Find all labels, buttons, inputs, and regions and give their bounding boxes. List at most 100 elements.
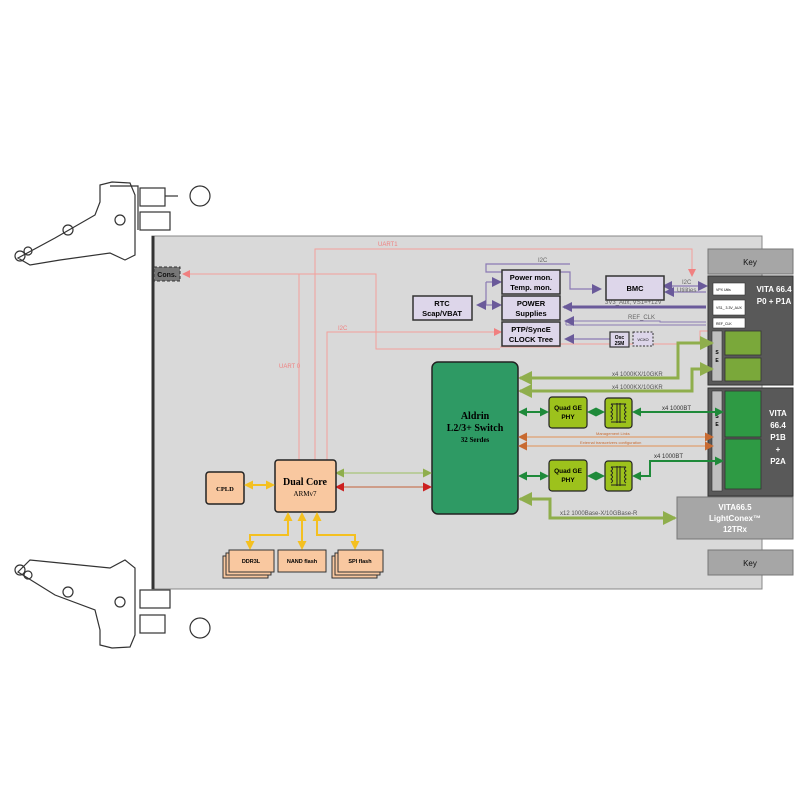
ptp-clock-block[interactable]: PTP/SyncE CLOCK Tree [501,321,561,347]
p0-title-2: P0 + P1A [757,297,792,306]
connector-p0-p1a[interactable]: VITA 66.4 P0 + P1A VPX Utils VS1_ 3.3V_A… [707,275,794,386]
vcxo-block[interactable]: VCXO [632,331,654,347]
phy-bottom[interactable]: Quad GE PHY [548,459,588,492]
p1b-lane-block-1 [724,390,762,438]
ref-clk-line [564,316,706,326]
bmc-label: BMC [626,284,644,293]
ptp-line2: CLOCK Tree [509,335,553,344]
p1b-lane-block-2 [724,438,762,490]
p1b-title-5: P2A [770,457,786,466]
cpu-line1: Dual Core [283,477,328,488]
i2c-pink-label: I2C [338,326,348,332]
i2c-power-label: I2C [538,258,548,264]
power-supplies-block[interactable]: POWER Supplies [501,295,561,321]
nand-label: NAND flash [287,559,318,565]
pin-vs1-aux-label: VS1_ 3.3V_AUX [716,306,743,310]
kx1-label: x4 1000KX/10GKR [612,372,663,378]
bmc-block[interactable]: BMC [605,275,665,301]
ref-clk-label: REF_CLK [628,315,655,321]
p1b-title-4: + [776,445,781,454]
console-label: Cons. [157,272,177,279]
bmc-i2c-label: I2C [682,280,692,286]
phy-bottom-line2: PHY [561,477,575,484]
optical-link [518,492,677,525]
bt2-label: x4 1000BT [654,454,683,460]
p1b-se-label-2: E [715,422,719,428]
pin-ref-clk-label: REF_CLK [716,322,732,326]
key-bottom[interactable]: Key [707,549,794,576]
ddr-block[interactable]: DDR3L [222,549,275,579]
switch-line2: L2/3+ Switch [447,423,504,434]
lightconex-line2: LightConex™ [709,514,761,523]
rtc-line2: Scap/VBAT [422,309,462,318]
key-top-label: Key [743,258,757,267]
spi-label: SPI flash [348,559,372,565]
phy-top-line2: PHY [561,414,575,421]
kx-links [518,336,714,398]
ptp-line1: PTP/SyncE [511,325,551,334]
nand-block[interactable]: NAND flash [277,549,327,573]
p1b-title-2: 66.4 [770,421,786,430]
management-links [518,432,714,451]
pin-ref-clk [712,317,746,329]
p0-se-label-2: E [715,358,719,364]
transformer-icon [610,403,627,423]
uart1-label: UART1 [378,242,398,248]
connector-p1b-p2a[interactable]: S E VITA 66.4 P1B + P2A [707,387,794,497]
osc-block[interactable]: Osc 25M [609,331,630,348]
bt1-label: x4 1000BT [662,406,691,412]
bmc-utilities-label: Utilities [677,288,696,294]
cpld-label: CPLD [216,486,234,493]
aldrin-switch[interactable]: Aldrin L2/3+ Switch 32 Serdes [431,361,519,515]
key-bottom-label: Key [743,559,757,568]
memory-links [245,512,360,550]
p1b-title-3: P1B [770,433,786,442]
power-mon-block[interactable]: Power mon. Temp. mon. [501,269,561,295]
pin-vpx-utils [712,282,746,296]
ddr-label: DDR3L [242,559,261,565]
console-connector[interactable] [153,266,181,282]
cpld-block[interactable]: CPLD [205,471,245,505]
power-rail-label: 3V3_Aux, VS1=+12V [605,300,662,306]
mgmt-label: Management Links [596,431,630,436]
pin-vs1-aux [712,299,746,316]
p0-se-label: S [715,350,719,356]
rtc-block[interactable]: RTC Scap/VBAT [412,295,473,321]
pin-vpx-utils-label: VPX Utils [716,288,731,292]
power-mon-line2: Temp. mon. [510,283,552,292]
osc-line2: 25M [615,341,625,347]
bt-links [518,407,724,481]
connector-lightconex[interactable]: VITA66.5 LightConex™ 12TRx [676,496,794,540]
switch-line1: Aldrin [461,411,490,422]
phy-top-line1: Quad GE [554,405,582,412]
p0-lane-block-2 [724,357,762,382]
magnetics-bottom [604,460,633,492]
power-mon-line1: Power mon. [510,273,553,282]
cpu-block[interactable]: Dual Core ARMv7 [274,459,337,513]
p1b-title-1: VITA [769,409,787,418]
p0-title-1: VITA 66.4 [756,285,792,294]
optical-label: x12 1000Base-X/10GBase-R [560,511,638,517]
spi-block[interactable]: SPI flash [331,549,384,579]
p1b-se-strip [711,390,723,492]
key-top[interactable]: Key [707,248,794,275]
vcxo-label: VCXO [637,337,648,342]
cpu-line2: ARMv7 [294,490,317,498]
uart0-label: UART 0 [279,364,301,370]
lightconex-line1: VITA66.5 [718,503,752,512]
p0-se-strip [711,330,723,382]
phy-top[interactable]: Quad GE PHY [548,396,588,429]
p1b-se-label: S [715,414,719,420]
p0-lane-block-1 [724,330,762,356]
transformer-icon [610,466,627,486]
kx2-label: x4 1000KX/10GKR [612,385,663,391]
top-ejector-handle [14,181,211,266]
rtc-line1: RTC [434,299,450,308]
power-supplies-line2: Supplies [515,309,546,318]
bottom-ejector-handle [14,559,211,649]
power-supplies-line1: POWER [517,299,546,308]
lightconex-line3: 12TRx [723,525,748,534]
switch-line3: 32 Serdes [461,436,490,444]
phy-bottom-line1: Quad GE [554,468,582,475]
